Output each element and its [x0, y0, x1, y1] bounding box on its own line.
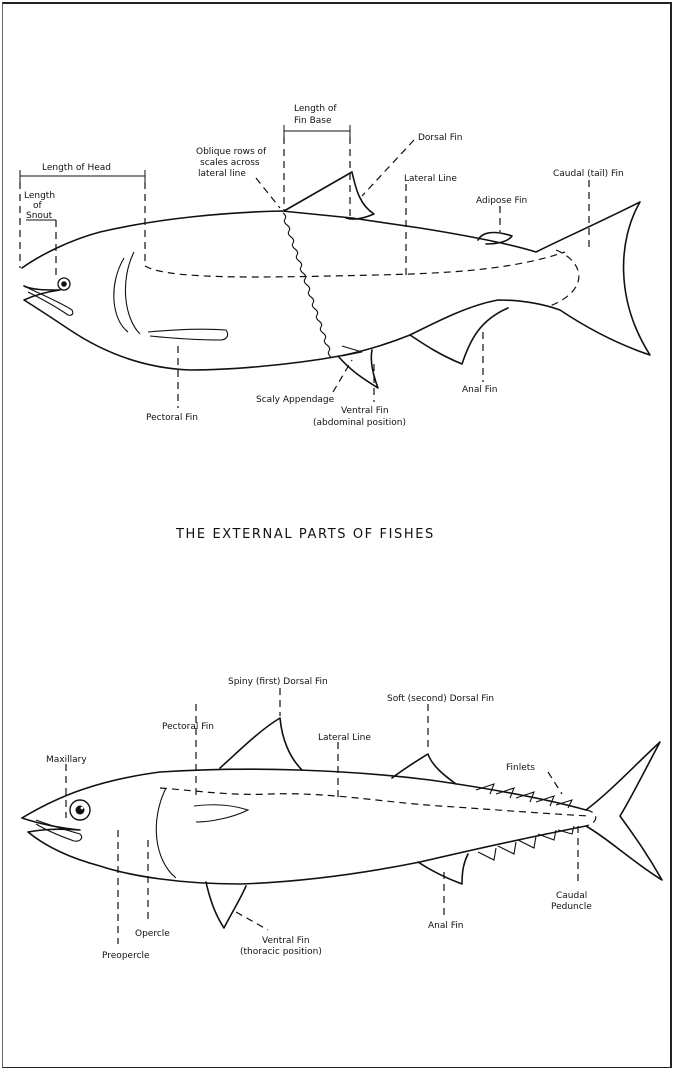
diagram-title: THE EXTERNAL PARTS OF FISHES — [175, 527, 435, 542]
label-caudal-fin: Caudal (tail) Fin — [553, 169, 624, 179]
label-salmon-dorsal-fin: Dorsal Fin — [418, 133, 462, 143]
label-length-of-snout-2: of — [33, 201, 43, 211]
label-fin-base-1: Length of — [294, 104, 337, 114]
label-soft-dorsal-fin: Soft (second) Dorsal Fin — [387, 694, 494, 704]
label-scaly-appendage: Scaly Appendage — [256, 395, 335, 405]
label-mackerel-ventral-fin-1: Ventral Fin — [262, 936, 310, 946]
label-salmon-pectoral-fin: Pectoral Fin — [146, 413, 198, 423]
label-length-of-snout-1: Length — [24, 191, 55, 201]
label-oblique-rows-3: lateral line — [198, 169, 246, 179]
label-salmon-lateral-line: Lateral Line — [404, 174, 457, 184]
mackerel-lateral-line — [160, 788, 590, 816]
label-oblique-rows-1: Oblique rows of — [196, 147, 267, 157]
salmon-lateral-line — [145, 252, 565, 277]
label-length-of-snout-3: Snout — [26, 211, 53, 221]
label-finlets: Finlets — [506, 763, 535, 773]
salmon-body-outline — [22, 202, 650, 370]
label-fin-base-2: Fin Base — [294, 116, 332, 126]
salmon-oblique-scale-rows — [283, 213, 331, 357]
label-opercle: Opercle — [135, 929, 170, 939]
label-mackerel-lateral-line: Lateral Line — [318, 733, 371, 743]
mackerel-ventral-fin — [206, 882, 246, 928]
salmon-figure — [22, 172, 650, 388]
mackerel-body-outline — [22, 742, 662, 884]
label-preopercle: Preopercle — [102, 951, 150, 961]
salmon-pectoral-fin — [148, 329, 228, 340]
mackerel-anal-fin — [418, 854, 468, 884]
label-salmon-ventral-fin-1: Ventral Fin — [341, 406, 389, 416]
label-oblique-rows-2: scales across — [200, 158, 260, 168]
label-caudal-peduncle-1: Caudal — [556, 891, 587, 901]
label-salmon-ventral-fin-2: (abdominal position) — [313, 418, 406, 428]
label-length-of-head: Length of Head — [42, 163, 111, 173]
label-adipose-fin: Adipose Fin — [476, 196, 527, 206]
label-mackerel-anal-fin: Anal Fin — [428, 921, 463, 931]
mackerel-pectoral-fin — [194, 805, 248, 822]
label-salmon-anal-fin: Anal Fin — [462, 385, 497, 395]
label-spiny-dorsal-fin: Spiny (first) Dorsal Fin — [228, 677, 328, 687]
label-maxillary: Maxillary — [46, 755, 87, 765]
mackerel-annotation-lines — [66, 688, 578, 944]
label-mackerel-ventral-fin-2: (thoracic position) — [240, 947, 322, 957]
label-caudal-peduncle-2: Peduncle — [551, 902, 592, 912]
salmon-anal-fin — [410, 308, 508, 364]
label-mackerel-pectoral-fin: Pectoral Fin — [162, 722, 214, 732]
mackerel-spiny-dorsal-fin — [220, 718, 302, 770]
